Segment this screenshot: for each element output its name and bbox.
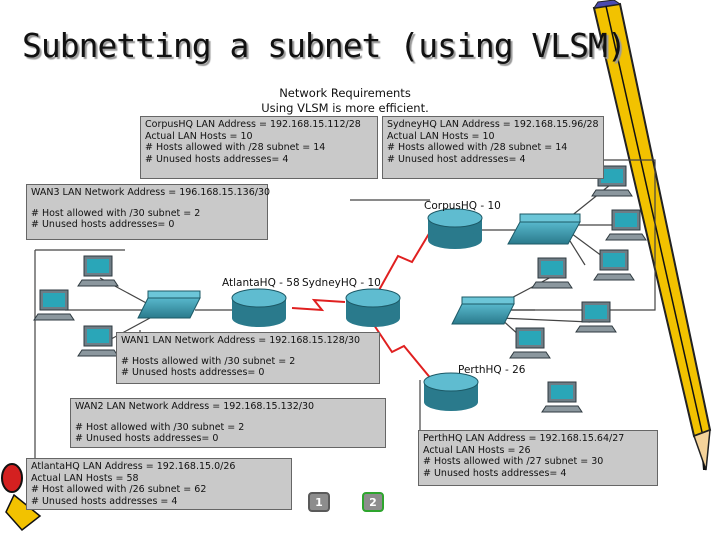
router-label-perth: PerthHQ - 26 [458, 364, 526, 376]
router-corpus [427, 208, 483, 249]
pc-icon [531, 257, 573, 289]
router-label-sydney: SydneyHQ - 10 [302, 277, 381, 289]
switch-corpus [507, 213, 581, 245]
apple-decoration [1, 463, 42, 532]
requirements-subheading: Using VLSM is more efficient. [261, 101, 429, 115]
router-label-atlanta: AtlantaHQ - 58 [222, 277, 300, 289]
pc-icon [591, 165, 633, 197]
wan3-info: WAN3 LAN Network Address = 196.168.15.13… [26, 184, 270, 240]
pc-icon [605, 209, 647, 241]
pc-icon [509, 327, 551, 359]
pc-icon [77, 255, 119, 287]
pc-group [33, 165, 647, 413]
router-perth [423, 372, 479, 411]
serial-links [291, 231, 433, 381]
slide-title: Subnetting a subnet (using VLSM) [22, 26, 627, 65]
pc-icon [541, 381, 583, 413]
pencil-decoration [592, 0, 712, 471]
router-label-corpus: CorpusHQ - 10 [424, 200, 501, 212]
pc-icon [593, 249, 635, 281]
pc-icon [33, 289, 75, 321]
pc-icon [77, 325, 119, 357]
page-1-button[interactable]: 1 [308, 492, 330, 512]
page-2-button[interactable]: 2 [362, 492, 384, 512]
router-sydney [345, 288, 401, 327]
corpus-lan-info: CorpusHQ LAN Address = 192.168.15.112/28… [140, 116, 378, 179]
wan1-info: WAN1 LAN Network Address = 192.168.15.12… [116, 332, 380, 384]
pc-icon [575, 301, 617, 333]
switch-perth [451, 296, 515, 325]
wan2-info: WAN2 LAN Network Address = 192.168.15.13… [70, 398, 386, 448]
switch-atlanta [137, 290, 201, 319]
requirements-heading: Network Requirements [279, 86, 411, 100]
router-atlanta [231, 288, 287, 327]
